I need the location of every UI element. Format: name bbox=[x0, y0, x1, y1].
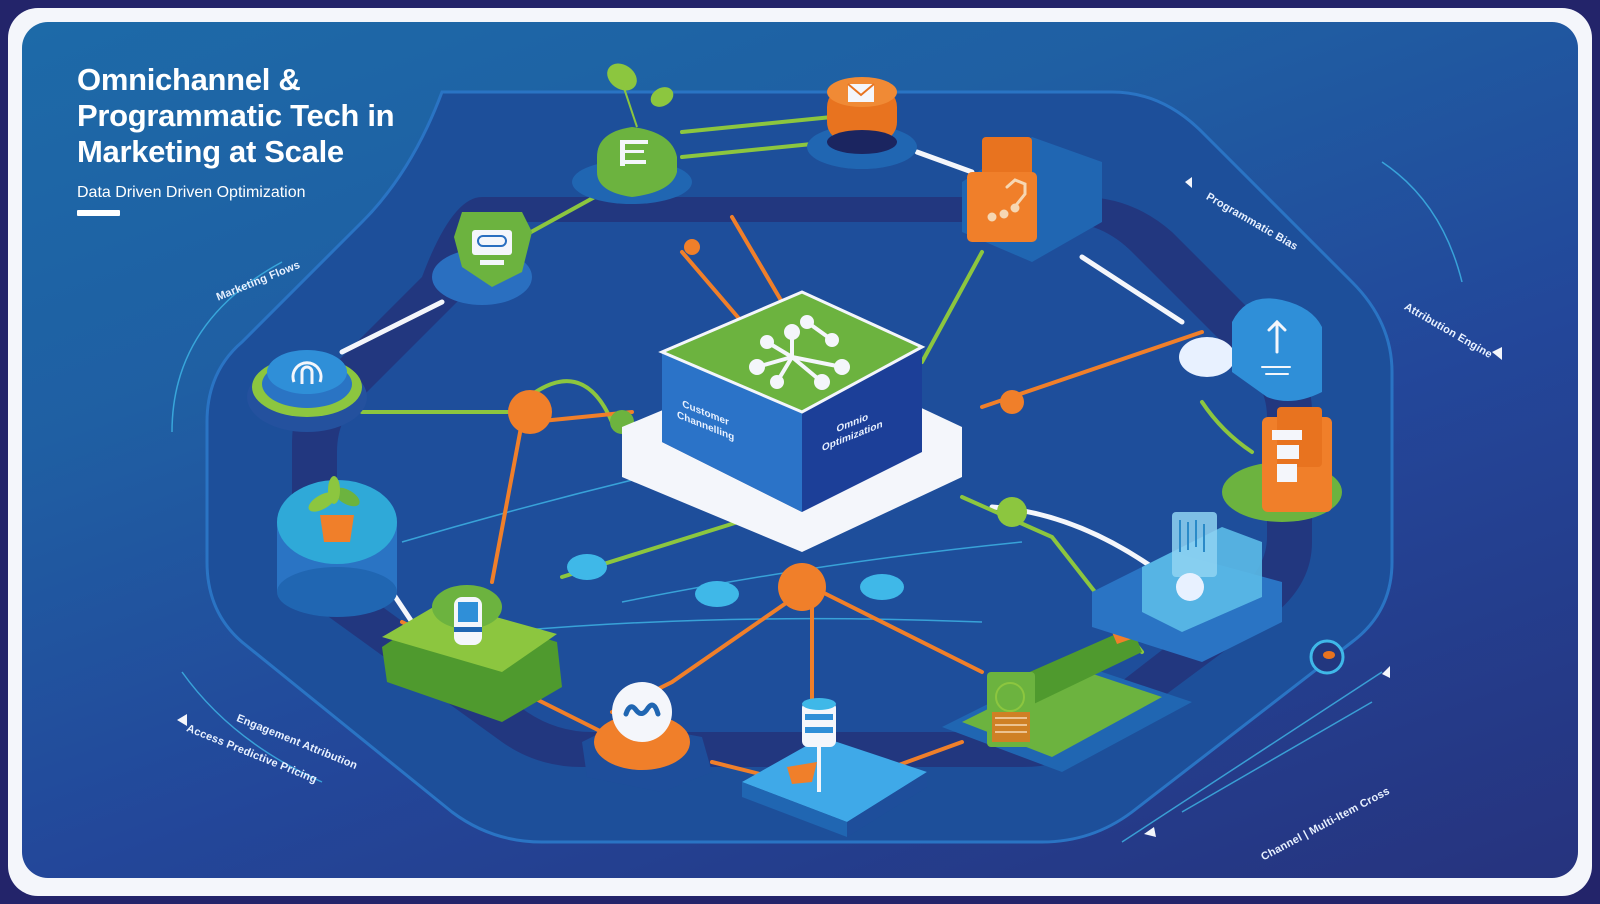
id-badge-icon bbox=[472, 230, 512, 265]
junction-cyan-2 bbox=[695, 581, 739, 607]
document-icon bbox=[620, 140, 648, 166]
junction-orange-left bbox=[508, 390, 552, 434]
status-ring[interactable] bbox=[1309, 639, 1345, 675]
junction-orange-bottom bbox=[778, 563, 826, 611]
node-tablet-dashboard[interactable] bbox=[1092, 512, 1282, 662]
payment-terminal-icon bbox=[987, 672, 1035, 747]
title-line-3: Marketing at Scale bbox=[77, 134, 344, 169]
subtitle: Data Driven Driven Optimization bbox=[77, 184, 306, 201]
node-cloud-upload[interactable] bbox=[1179, 298, 1322, 401]
arrow-small-icon bbox=[1185, 177, 1192, 188]
connection-path-icon bbox=[987, 178, 1027, 222]
arrow-down-left-icon bbox=[1144, 827, 1156, 837]
title-line-2: Programmatic Tech in bbox=[77, 98, 395, 133]
node-email[interactable] bbox=[807, 77, 917, 169]
envelope-icon bbox=[847, 83, 875, 102]
node-pos-terminal[interactable] bbox=[942, 627, 1192, 772]
arrow-left-icon bbox=[177, 714, 187, 726]
junction-green-right bbox=[997, 497, 1027, 527]
phone-icon bbox=[454, 597, 482, 645]
at-sign-icon bbox=[291, 361, 323, 384]
network-graph-icon bbox=[749, 315, 850, 390]
junction-cyan-3 bbox=[860, 574, 904, 600]
node-growth-plant[interactable] bbox=[277, 476, 397, 617]
database-icon bbox=[787, 698, 836, 792]
subtitle-underline bbox=[77, 210, 120, 216]
network-diagram bbox=[171, 58, 1502, 844]
junction-orange-top bbox=[684, 239, 700, 255]
node-content-doc[interactable] bbox=[572, 58, 692, 204]
leaf-icon bbox=[607, 63, 674, 128]
tablet-chart-icon bbox=[1172, 512, 1217, 601]
arrow-up-right-icon bbox=[1382, 666, 1390, 678]
potted-plant-icon bbox=[308, 476, 360, 542]
arrow-markers bbox=[177, 177, 1502, 837]
node-database[interactable] bbox=[742, 698, 927, 837]
node-store[interactable] bbox=[1222, 407, 1342, 522]
node-mobile[interactable] bbox=[382, 585, 562, 722]
node-messenger[interactable] bbox=[582, 682, 712, 792]
node-social[interactable] bbox=[247, 350, 367, 432]
infographic-canvas: Omnichannel & Programmatic Tech in Marke… bbox=[22, 22, 1578, 878]
node-badge-card[interactable] bbox=[432, 212, 532, 305]
junction-orange-right bbox=[1000, 390, 1024, 414]
node-analytics-box[interactable] bbox=[962, 137, 1102, 262]
page-title: Omnichannel & Programmatic Tech in Marke… bbox=[77, 62, 395, 170]
upload-arrow-icon bbox=[1261, 319, 1291, 375]
shop-icon bbox=[1272, 430, 1302, 482]
arrow-right-icon bbox=[1492, 347, 1502, 360]
central-hub-cube[interactable] bbox=[622, 290, 962, 552]
title-line-1: Omnichannel & bbox=[77, 62, 301, 97]
junction-cyan-1 bbox=[567, 554, 607, 580]
messenger-icon bbox=[623, 702, 661, 717]
